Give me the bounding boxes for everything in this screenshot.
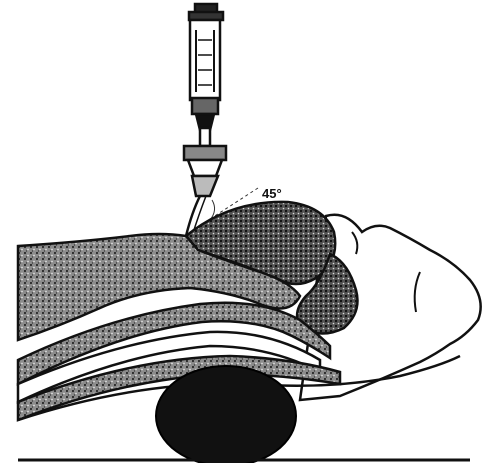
- syringe-icon: [184, 4, 226, 196]
- bolster-icon: [156, 366, 296, 463]
- angle-label: 45°: [262, 186, 282, 201]
